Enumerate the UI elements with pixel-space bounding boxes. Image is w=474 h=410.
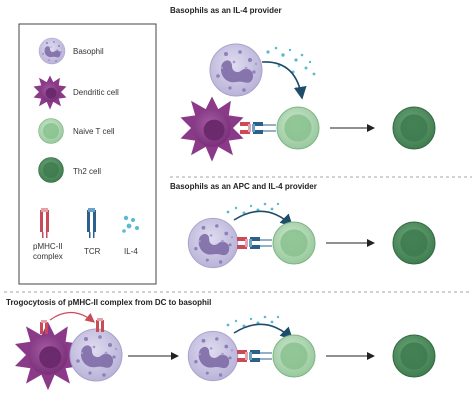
section-trogocytosis-title: Trogocytosis of pMHC-II complex from DC … — [6, 298, 211, 307]
il4-particles — [226, 315, 280, 328]
basophil-cell — [69, 328, 123, 382]
pmhc-complex-transferred — [96, 318, 104, 332]
basophil-cell — [209, 43, 263, 97]
naive-t-cell — [272, 334, 316, 378]
legend-pmhc-label-line1: pMHC-II — [33, 242, 63, 251]
naive-t-cell — [272, 221, 316, 265]
pmhc-complex — [240, 122, 251, 134]
naive-t-cell-icon — [38, 118, 64, 144]
tcr-receptor — [249, 350, 260, 362]
pmhc-complex — [237, 350, 248, 362]
legend-th2-label: Th2 cell — [73, 167, 101, 176]
il4-release-arrow — [233, 323, 294, 341]
tcr-receptor — [252, 122, 263, 134]
legend-dendritic-label: Dendritic cell — [73, 88, 119, 97]
section-apc-provider-title: Basophils as an APC and IL-4 provider — [170, 182, 317, 191]
legend-basophil-label: Basophil — [73, 47, 104, 56]
th2-cell-icon — [38, 157, 64, 183]
basophil-icon — [38, 37, 66, 65]
legend-pmhc-label-line2: complex — [33, 252, 63, 261]
section-il4-provider-title: Basophils as an IL-4 provider — [170, 6, 282, 15]
pmhc-icon — [40, 208, 49, 238]
legend-tcr-label: TCR — [84, 247, 101, 256]
basophil-apc-cell — [187, 217, 239, 269]
il4-icon — [122, 215, 139, 233]
legend-panel: Basophil Dendritic cell Naive T cell Th2… — [18, 23, 157, 285]
il4-particles — [266, 46, 316, 76]
legend-naive-t-label: Naive T cell — [73, 127, 115, 136]
legend-border — [18, 23, 157, 285]
dendritic-cell — [180, 96, 244, 162]
il4-release-arrow — [233, 210, 294, 228]
legend-il4-label: IL-4 — [124, 247, 138, 256]
naive-t-cell — [276, 106, 320, 150]
basophil-apc-cell — [187, 330, 239, 382]
section-trogocytosis: Trogocytosis of pMHC-II complex from DC … — [6, 298, 436, 391]
tcr-receptor — [249, 237, 260, 249]
th2-cell — [392, 334, 436, 378]
section-apc-provider: Basophils as an APC and IL-4 provider — [170, 182, 436, 269]
trogocytosis-arrow — [49, 311, 95, 323]
section-il4-provider: Basophils as an IL-4 provider — [170, 6, 436, 162]
il4-release-arrow — [261, 61, 307, 100]
pmhc-complex — [237, 237, 248, 249]
th2-cell — [392, 106, 436, 150]
pmhc-complex — [40, 320, 48, 334]
tcr-icon — [87, 208, 96, 238]
th2-cell — [392, 221, 436, 265]
